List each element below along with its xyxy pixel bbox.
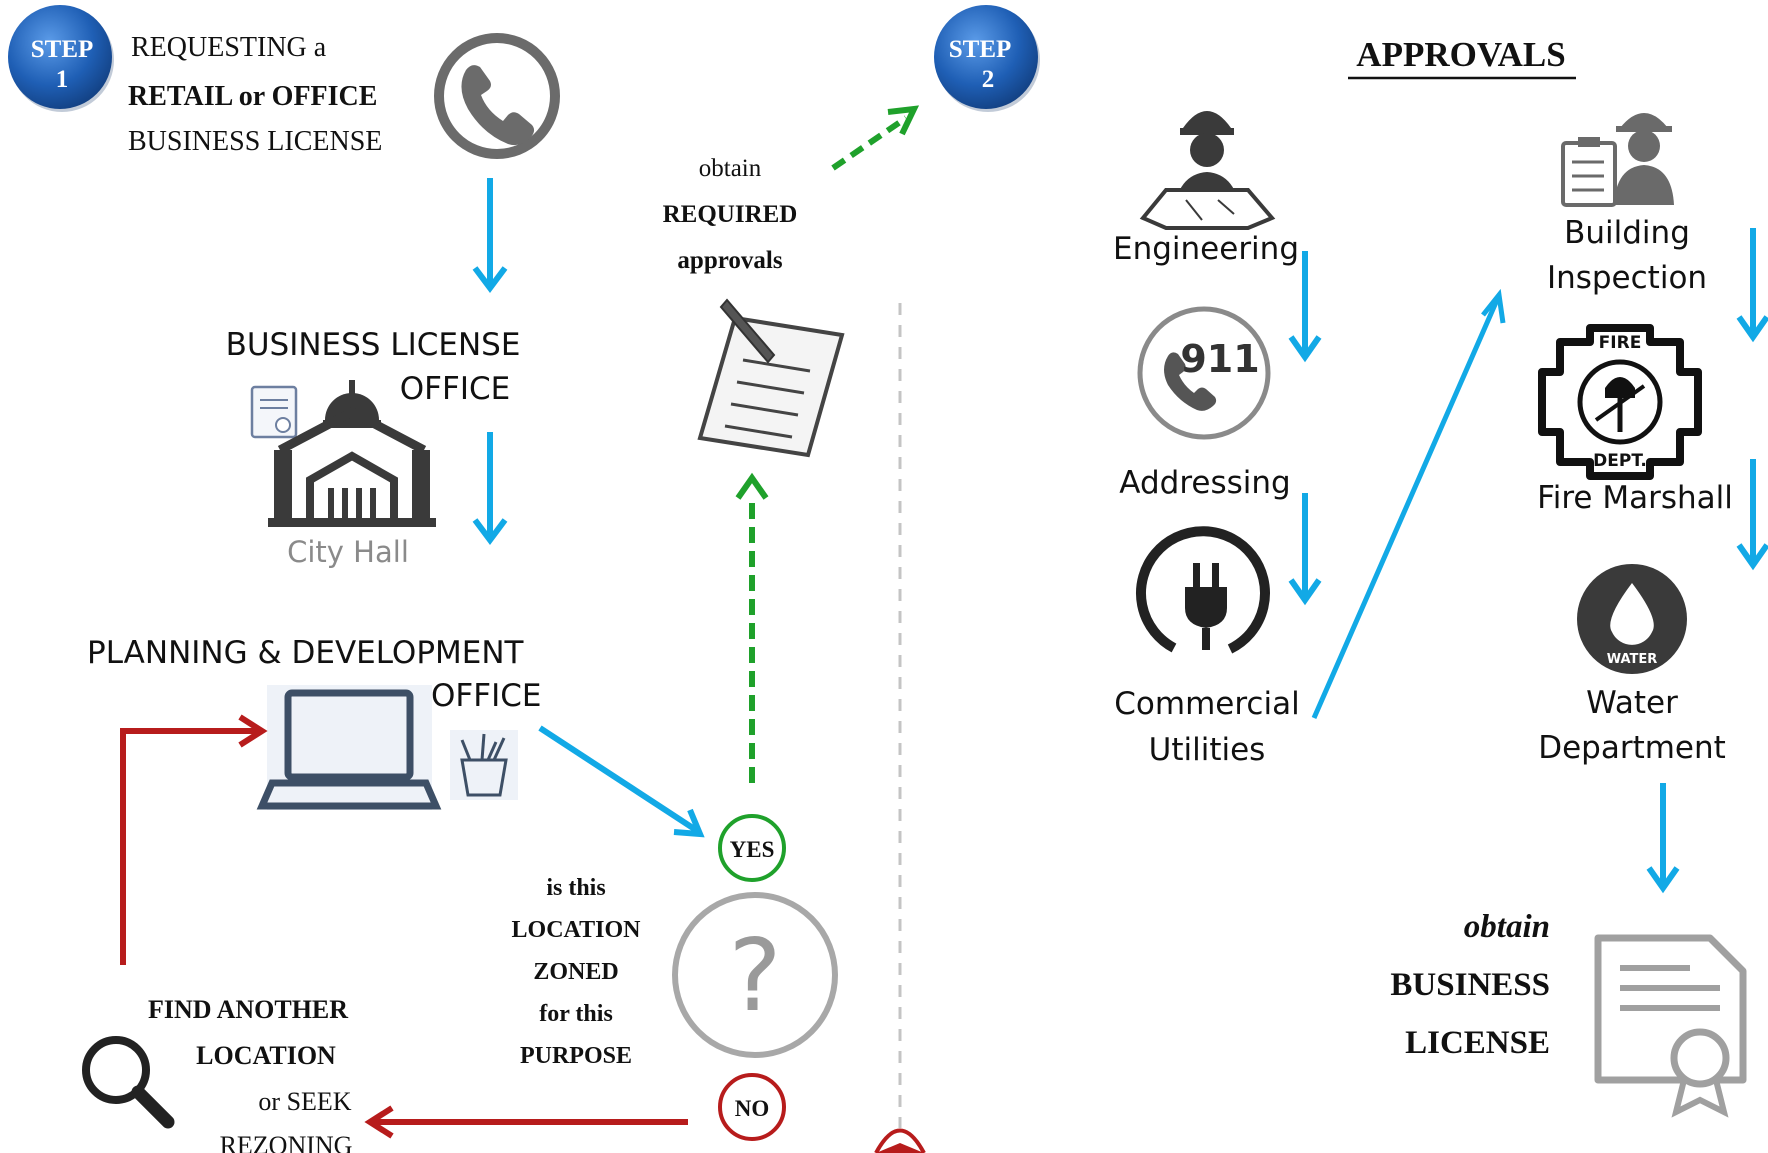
question-icon: ? bbox=[672, 892, 838, 1058]
inspector-icon bbox=[1561, 113, 1674, 207]
certificate-icon bbox=[1594, 934, 1747, 1118]
yes-label: YES bbox=[730, 837, 775, 862]
water-line1: Water bbox=[1586, 685, 1678, 721]
find-line2: LOCATION bbox=[196, 1041, 336, 1070]
laptop-icon bbox=[256, 685, 442, 810]
find-line4: REZONING bbox=[220, 1131, 353, 1153]
phone-icon bbox=[434, 33, 560, 159]
city-hall-label: City Hall bbox=[287, 535, 409, 569]
zoning-line3: ZONED bbox=[533, 959, 618, 985]
no-label: NO bbox=[735, 1096, 770, 1121]
city-hall-icon bbox=[268, 380, 436, 527]
step1-badge-word: STEP bbox=[31, 36, 94, 63]
planning-line2: OFFICE bbox=[431, 678, 541, 714]
arrow-find-to-planning bbox=[120, 728, 258, 965]
water-line2: Department bbox=[1538, 730, 1726, 766]
arrow-approvals-to-step2 bbox=[831, 115, 908, 171]
zoning-line5: PURPOSE bbox=[520, 1043, 632, 1069]
plug-icon bbox=[1136, 526, 1270, 654]
clipboard-pen-icon bbox=[697, 298, 845, 458]
fire-badge-bottom: DEPT. bbox=[1593, 451, 1647, 471]
warning-icon bbox=[874, 1128, 926, 1153]
step1-line1: REQUESTING a bbox=[131, 32, 327, 63]
utilities-line2: Utilities bbox=[1149, 732, 1266, 768]
step1-badge-number: 1 bbox=[56, 66, 69, 93]
yes-node: YES bbox=[718, 814, 786, 882]
final-line2: LICENSE bbox=[1405, 1025, 1550, 1061]
building-line2: Inspection bbox=[1547, 260, 1707, 296]
planning-line1: PLANNING & DEVELOPMENT bbox=[87, 635, 525, 671]
step2-required: REQUIRED bbox=[663, 201, 798, 228]
step2-badge: STEP 2 bbox=[934, 5, 1040, 112]
addressing-label: Addressing bbox=[1119, 465, 1290, 501]
phone-911-text: 911 bbox=[1180, 337, 1259, 381]
water-drop-icon: WATER bbox=[1577, 564, 1687, 674]
blo-line1: BUSINESS LICENSE bbox=[226, 327, 521, 363]
fire-dept-icon: FIRE DEPT. bbox=[1538, 324, 1702, 480]
question-mark: ? bbox=[728, 917, 781, 1034]
blo-line2: OFFICE bbox=[400, 371, 510, 407]
step2-approvals: approvals bbox=[677, 247, 782, 274]
document-seal-icon bbox=[250, 385, 298, 439]
arrow-utilities-to-building bbox=[1311, 298, 1500, 720]
zoning-line1: is this bbox=[546, 875, 605, 901]
engineering-label: Engineering bbox=[1113, 231, 1299, 267]
magnifier-icon bbox=[82, 1036, 175, 1129]
zoning-line2: LOCATION bbox=[512, 917, 642, 943]
building-line1: Building bbox=[1564, 215, 1690, 251]
zoning-line4: for this bbox=[539, 1001, 613, 1027]
engineer-icon bbox=[1139, 111, 1276, 230]
arrow-planning-to-yes bbox=[538, 725, 698, 833]
step2-badge-word: STEP bbox=[949, 36, 1012, 63]
pencil-cup-icon bbox=[450, 730, 518, 800]
find-line3: or SEEK bbox=[258, 1087, 351, 1116]
water-badge: WATER bbox=[1607, 652, 1658, 667]
step1-badge: STEP 1 bbox=[8, 5, 114, 112]
final-obtain: obtain bbox=[1464, 909, 1550, 945]
find-line1: FIND ANOTHER bbox=[148, 995, 348, 1024]
approvals-heading: APPROVALS bbox=[1356, 35, 1565, 74]
phone-911-icon: 911 bbox=[1137, 306, 1271, 440]
step1-line3: BUSINESS LICENSE bbox=[128, 126, 382, 157]
step2-badge-number: 2 bbox=[982, 66, 995, 93]
fire-marshall-label: Fire Marshall bbox=[1537, 480, 1733, 516]
utilities-line1: Commercial bbox=[1114, 686, 1299, 722]
step1-line2: RETAIL or OFFICE bbox=[128, 81, 377, 112]
step2-obtain: obtain bbox=[699, 155, 762, 182]
no-node: NO bbox=[718, 1073, 786, 1141]
final-line1: BUSINESS bbox=[1390, 967, 1550, 1003]
fire-badge-top: FIRE bbox=[1599, 333, 1642, 353]
